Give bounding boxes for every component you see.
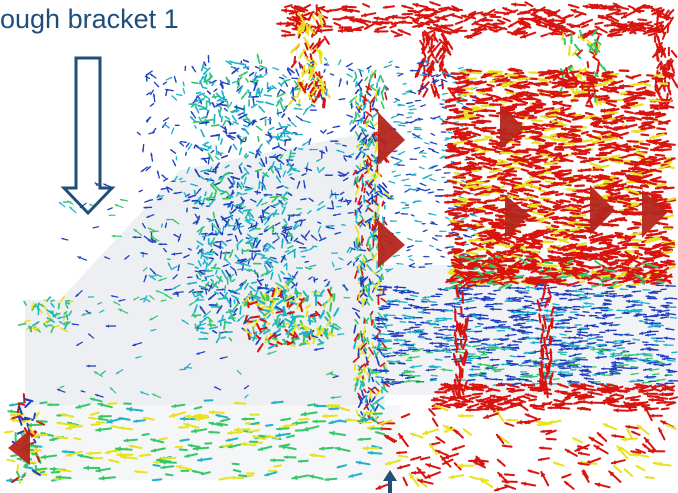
cone-markers bbox=[8, 105, 668, 465]
cone-marker bbox=[590, 185, 615, 235]
cone-marker bbox=[505, 195, 530, 238]
cone-marker bbox=[378, 112, 405, 165]
up-arrow-icon bbox=[383, 470, 397, 493]
cone-marker bbox=[642, 190, 668, 238]
caption-text: ough bracket 1 bbox=[0, 4, 179, 34]
cone-marker bbox=[8, 430, 30, 465]
velocity-arrows bbox=[4, 1, 678, 492]
cone-marker bbox=[500, 105, 525, 150]
down-arrow-outline-icon bbox=[60, 56, 116, 216]
cone-marker bbox=[378, 220, 405, 268]
